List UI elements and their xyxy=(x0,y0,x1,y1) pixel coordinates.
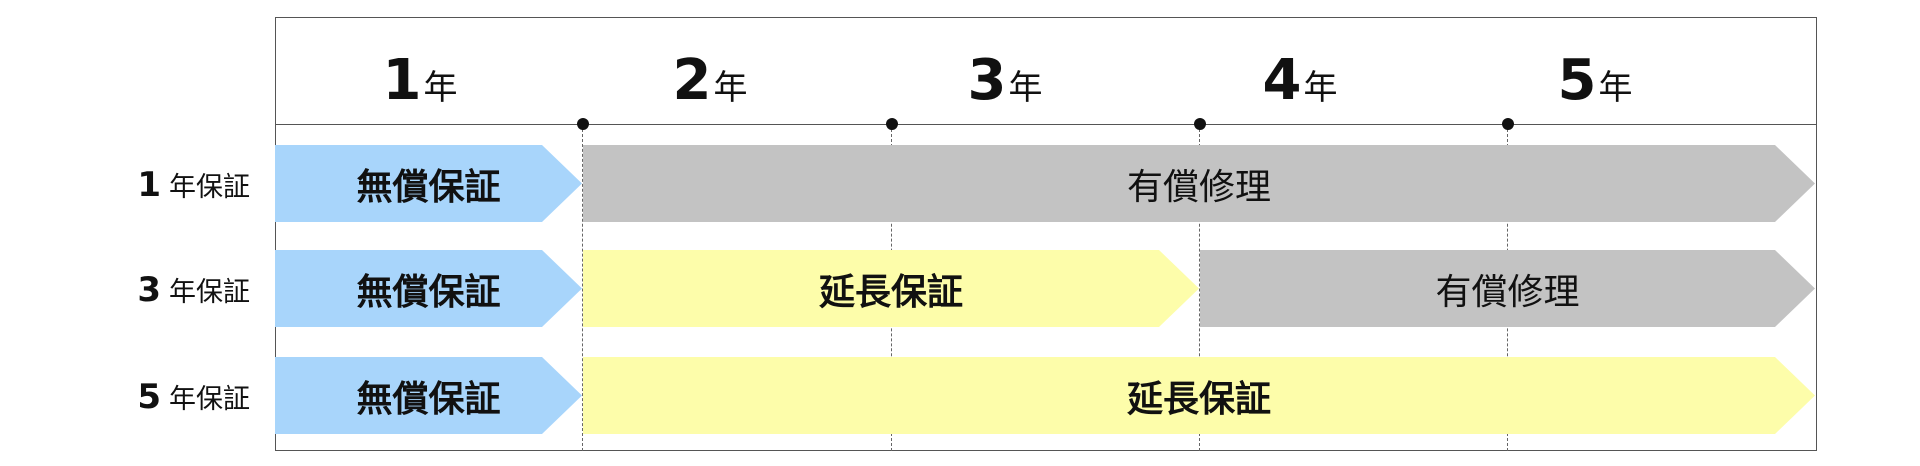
segment-free-warranty: 無償保証 xyxy=(275,357,582,434)
year-header-4: 4年 xyxy=(1262,48,1338,113)
segment-free-warranty: 無償保証 xyxy=(275,250,582,327)
segment-free-warranty: 無償保証 xyxy=(275,145,582,222)
timeline-frame xyxy=(275,17,1817,451)
year-boundary-dot xyxy=(1502,118,1514,130)
year-header-5: 5年 xyxy=(1557,48,1633,113)
segment-extended-warranty: 延長保証 xyxy=(583,250,1199,327)
segment-paid-repair: 有償修理 xyxy=(1200,250,1815,327)
year-boundary-line xyxy=(582,124,583,451)
year-boundary-line xyxy=(1199,124,1200,451)
header-divider xyxy=(275,124,1817,125)
year-boundary-dot xyxy=(886,118,898,130)
year-boundary-dot xyxy=(1194,118,1206,130)
segment-extended-warranty: 延長保証 xyxy=(583,357,1815,434)
year-header-2: 2年 xyxy=(672,48,748,113)
year-boundary-dot xyxy=(577,118,589,130)
year-header-1: 1年 xyxy=(382,48,458,113)
segment-paid-repair: 有償修理 xyxy=(583,145,1815,222)
year-header-3: 3年 xyxy=(967,48,1043,113)
